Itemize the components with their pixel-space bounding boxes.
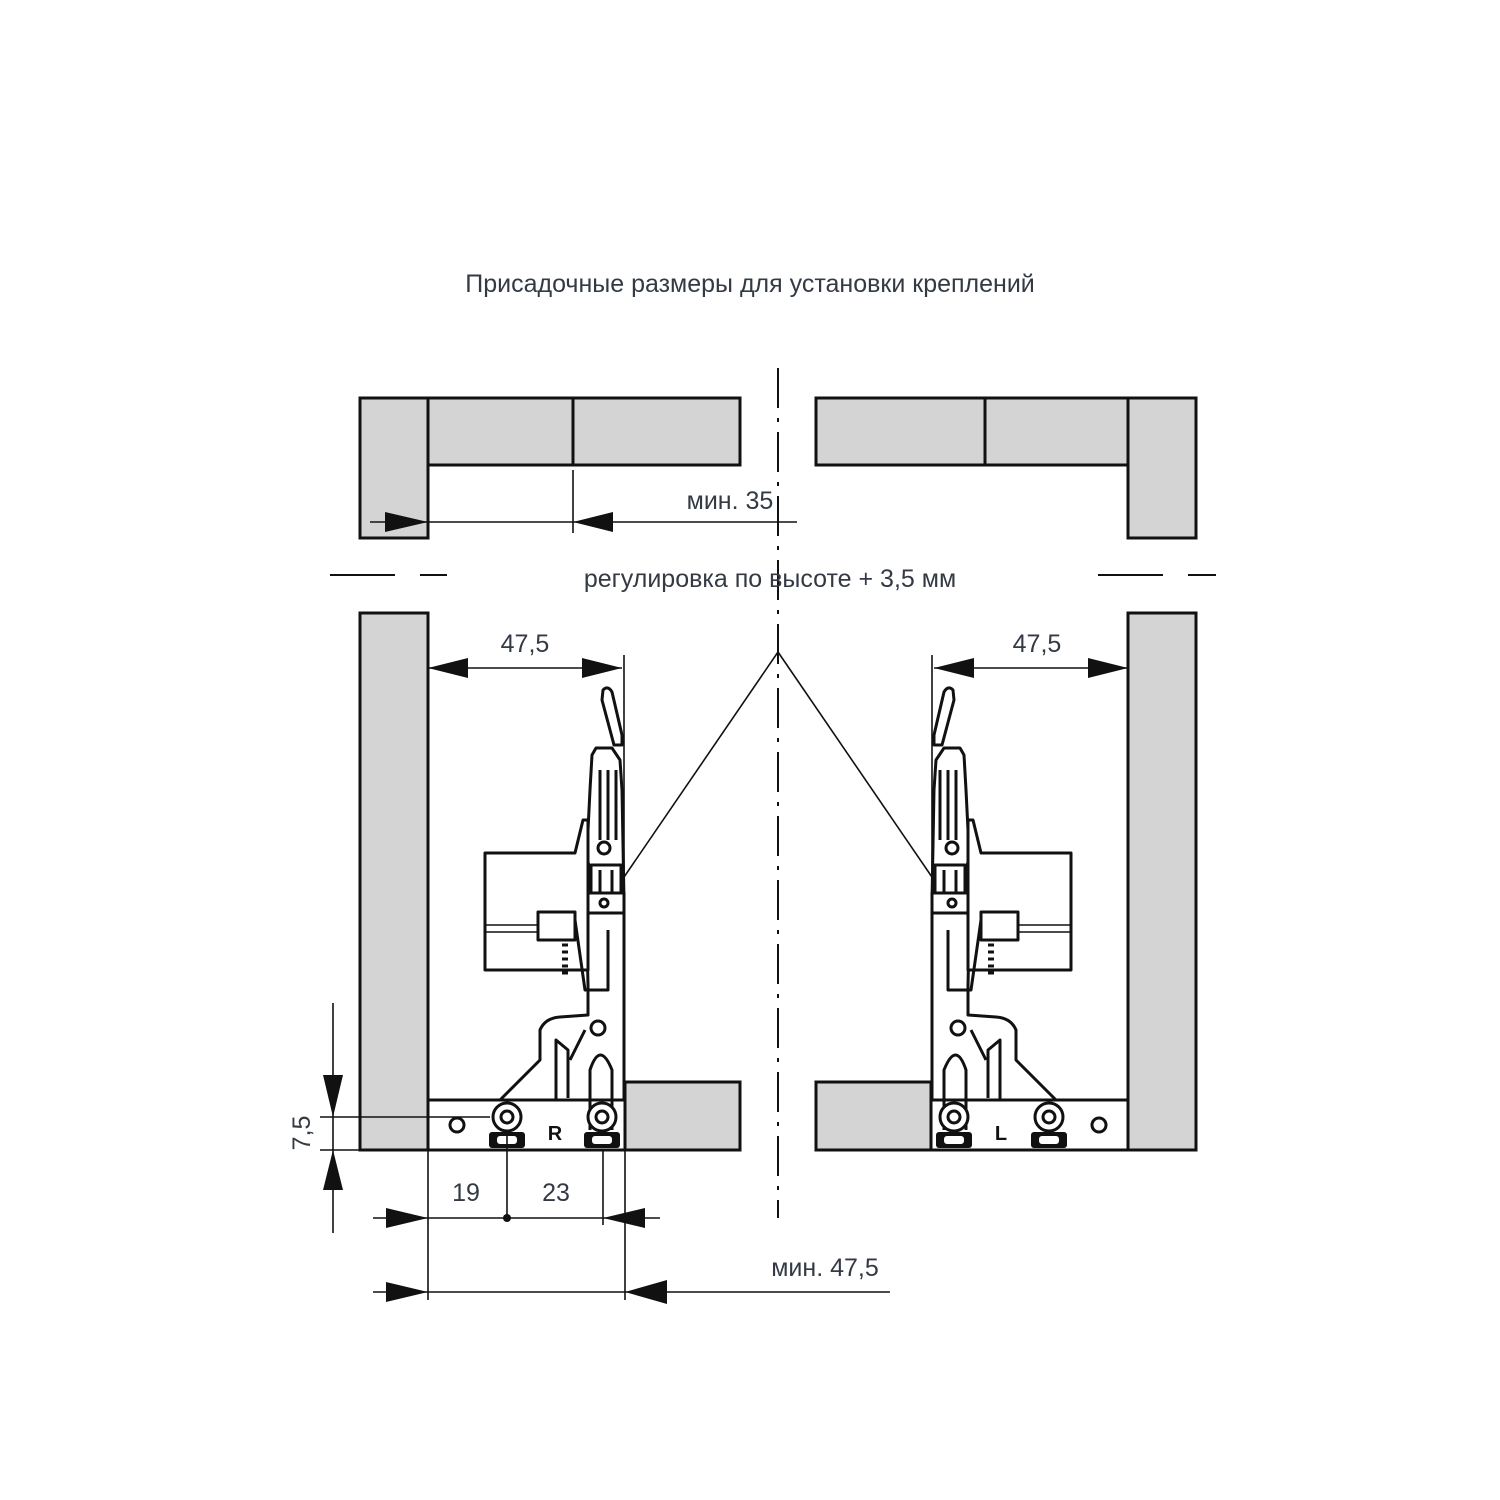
dim-7-5-label: 7,5	[288, 1116, 316, 1151]
dim-23-label: 23	[542, 1179, 570, 1207]
left-side-panel	[358, 611, 430, 1152]
dim-19-23	[373, 1130, 660, 1300]
dim-47-5-right	[931, 655, 1128, 1080]
dim-7-5	[320, 1003, 490, 1233]
dim-47-5-left	[428, 655, 625, 1080]
dim-min-47-5	[373, 1280, 890, 1304]
height-adjust-label: регулировка по высоте + 3,5 мм	[584, 565, 956, 593]
right-runner-mechanism	[426, 650, 780, 1152]
top-right-profile	[814, 396, 1198, 540]
dim-47-5-right-label: 47,5	[1013, 630, 1062, 658]
min-35-dimension	[370, 470, 797, 533]
diagram-title: Присадочные размеры для установки крепле…	[465, 270, 1035, 298]
dim-19-label: 19	[452, 1179, 480, 1207]
dim-47-5-left-label: 47,5	[501, 630, 550, 658]
right-mark: R	[548, 1123, 563, 1145]
left-mark: L	[995, 1123, 1007, 1145]
min-47-5-label: мин. 47,5	[771, 1254, 879, 1282]
top-left-profile	[358, 396, 742, 540]
min-35-label: мин. 35	[687, 487, 774, 515]
left-runner-mechanism	[776, 650, 1130, 1152]
right-side-panel	[1126, 611, 1198, 1152]
